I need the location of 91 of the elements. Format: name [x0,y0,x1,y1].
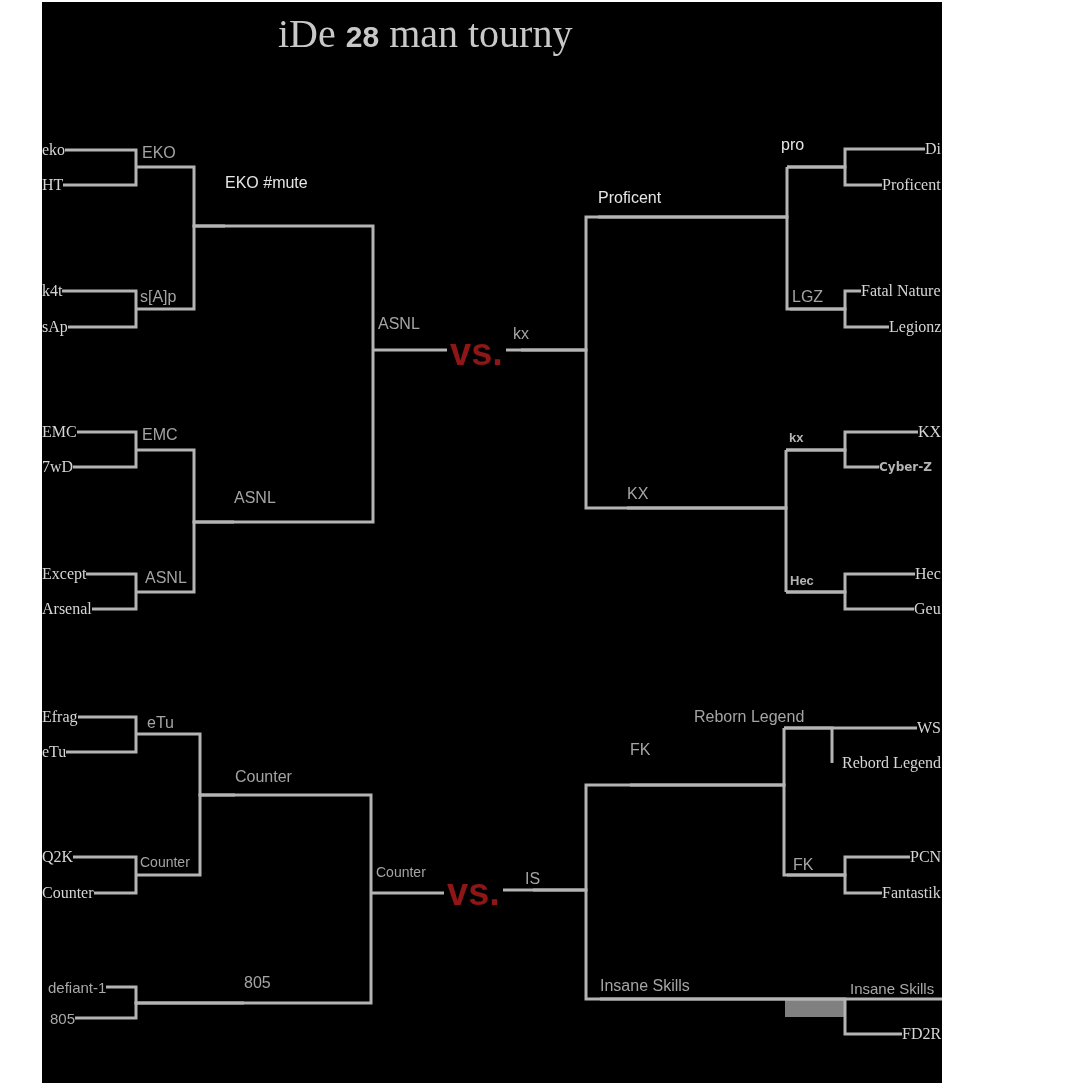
advancing-team-name: KX [627,485,649,503]
bracket-line [78,715,138,736]
bracket-line [136,520,234,594]
bracket-line [627,506,788,594]
advancing-team-name: Reborn Legend [694,708,805,726]
team-name: 7wD [42,458,74,476]
advancing-team-name: Counter [376,864,426,880]
bracket-line [244,891,373,1005]
bracket-line [66,732,138,754]
advancing-team-name: Counter [140,854,190,870]
team-name: HT [42,176,64,194]
advancing-team-name: ASNL [234,489,276,507]
advancing-team-name: Hec [790,572,814,588]
bracket-line [598,215,790,311]
bracket-line [790,307,889,329]
versus-label: vs. [447,870,500,914]
advancing-team-name: FK [630,741,651,759]
bracket-line [235,793,373,895]
team-name: Fatal Nature [861,282,941,300]
advancing-team-name: ASNL [145,569,187,587]
team-name: Rebord Legend [842,754,942,772]
team-name: Hec [915,565,941,583]
team-name: Legionz [889,318,942,336]
team-name: FD2R [902,1025,942,1043]
bracket-line [94,873,138,895]
bracket-line [787,165,882,187]
bracket-line [225,224,375,352]
bracket-line [68,307,138,329]
team-name: KX [918,423,942,441]
team-name: Fantastik [882,884,941,902]
team-name: Insane Skills [850,979,935,997]
team-name: Proficent [882,176,941,194]
advancing-team-name: LGZ [792,288,824,306]
team-name: k4t [42,282,63,300]
bracket-line [63,165,138,187]
advancing-team-name: EMC [142,426,178,444]
bracket-line [234,348,375,524]
team-name: Q2K [42,848,74,866]
advancing-team-name: ASNL [378,315,420,333]
bracket-line [371,891,444,895]
advancing-team-name: kx [513,325,529,343]
team-name: EMC [42,423,77,441]
bracket-line [75,1001,244,1020]
team-name: defiant-1 [48,978,107,996]
bracket-line [506,348,521,352]
bracket-line [77,430,138,452]
advancing-team-name: eTu [147,714,174,732]
team-name: PCN [910,848,942,866]
advancing-team-name: kx [789,429,804,445]
bracket-line [65,148,138,169]
advancing-team-name: Insane Skills [600,977,690,995]
team-name: Cyber-Z [879,460,932,474]
advancing-team-name: Counter [235,768,292,786]
advancing-team-name: IS [525,870,541,888]
advancing-team-name: EKO [142,144,176,162]
bracket-line [62,289,138,311]
bracket-line [136,793,235,877]
team-name: eko [42,141,66,159]
advancing-team-name: EKO #mute [225,174,308,192]
team-name: Except [42,565,87,583]
bracket-line [521,348,627,510]
bracket-line [73,448,138,469]
bracket-line [630,783,787,877]
bracket-line [503,888,533,892]
bracket-line [92,590,138,611]
advancing-team-name: FK [793,856,814,874]
team-name: 805 [50,1009,76,1027]
bracket-line [533,888,600,1001]
team-name: Counter [42,884,94,902]
bracket-line [784,726,834,763]
team-name: Efrag [42,708,78,726]
bracket-line [600,997,902,1036]
bracket-line [136,224,225,311]
team-name: sAp [42,318,68,336]
advancing-team-name: Proficent [598,189,662,207]
bracket-line [86,572,138,594]
bracket-line [73,855,138,877]
advancing-team-name: pro [781,136,805,154]
versus-label: vs. [450,330,503,374]
advancing-team-name: 805 [244,974,271,992]
team-name: Geu [914,600,941,618]
title: iDe 28 man tourny [278,10,573,57]
team-name: WS [917,719,941,737]
advancing-team-name: s[A]p [140,288,177,306]
team-name: eTu [42,743,67,761]
bracket-line [786,448,879,469]
bracket-line [786,590,914,611]
bracket-line [787,873,882,895]
bracket-line [373,348,447,352]
team-name: Di [925,140,941,158]
team-name: Arsenal [42,600,92,618]
